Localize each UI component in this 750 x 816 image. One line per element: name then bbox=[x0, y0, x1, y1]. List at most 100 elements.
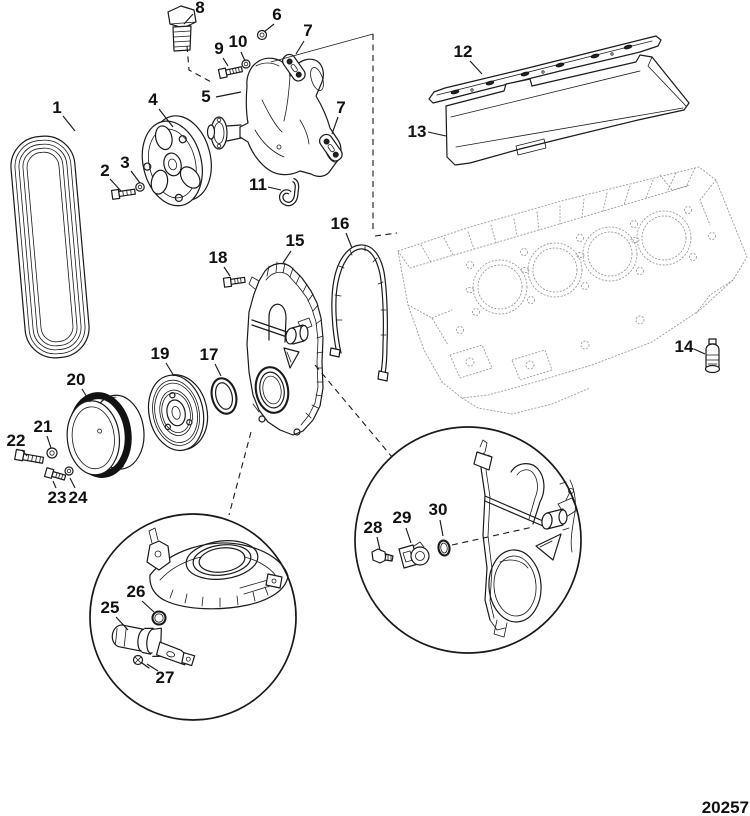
o-ring-26 bbox=[151, 610, 167, 626]
callout-leader-20-20 bbox=[81, 388, 91, 403]
callout-leader-15-15 bbox=[282, 250, 292, 264]
cover-plate bbox=[445, 54, 690, 166]
callout-number-7-7: 7 bbox=[336, 98, 345, 117]
bolt-2 bbox=[110, 188, 136, 200]
cover-rear-view bbox=[473, 439, 578, 638]
callout-number-12-12: 12 bbox=[454, 42, 473, 61]
bolt-28 bbox=[371, 548, 394, 564]
washer-10 bbox=[241, 59, 251, 69]
callout-leader-25-25 bbox=[115, 616, 129, 631]
callout-number-10-10: 10 bbox=[229, 32, 248, 51]
callout-number-20-20: 20 bbox=[67, 370, 86, 389]
serpentine-belt bbox=[10, 135, 90, 359]
callout-number-24-24: 24 bbox=[69, 488, 88, 507]
detail-circle-left bbox=[89, 513, 297, 721]
callout-leader-7-6 bbox=[295, 40, 305, 55]
cover-gasket bbox=[329, 244, 389, 382]
callout-number-4-3: 4 bbox=[148, 90, 158, 109]
callout-number-19-19: 19 bbox=[151, 344, 170, 363]
cam-position-sensor bbox=[398, 541, 430, 569]
gasket-lower bbox=[318, 133, 343, 162]
washer-3 bbox=[135, 182, 145, 192]
callout-leader-12-12 bbox=[469, 60, 483, 75]
bolt-18 bbox=[222, 276, 246, 288]
callout-leader-23-23 bbox=[52, 480, 57, 489]
callout-number-21-21: 21 bbox=[34, 417, 53, 436]
callout-leader-8-8 bbox=[183, 13, 194, 25]
callout-number-22-22: 22 bbox=[7, 431, 26, 450]
callout-number-15-15: 15 bbox=[286, 231, 305, 250]
callout-number-25-25: 25 bbox=[101, 598, 120, 617]
callout-leader-6-5 bbox=[263, 23, 275, 33]
callout-number-29-29: 29 bbox=[393, 508, 412, 527]
callout-number-30-30: 30 bbox=[429, 500, 448, 519]
callout-leader-27-27 bbox=[146, 663, 159, 672]
callout-number-16-16: 16 bbox=[331, 214, 350, 233]
fitting bbox=[167, 5, 197, 52]
callout-number-23-23: 23 bbox=[48, 488, 67, 507]
bolt-9 bbox=[217, 66, 243, 79]
nut bbox=[256, 29, 268, 41]
callout-leader-9-9 bbox=[222, 57, 229, 67]
callout-number-2-1: 2 bbox=[100, 161, 109, 180]
cover-bottom-view bbox=[146, 527, 289, 610]
callout-number-7-6: 7 bbox=[303, 21, 312, 40]
detail-circle-right bbox=[354, 426, 582, 654]
timing-cover bbox=[246, 261, 324, 436]
callout-leader-1-0 bbox=[62, 115, 76, 132]
callout-leader-29-29 bbox=[405, 527, 412, 544]
callout-leader-24-24 bbox=[69, 477, 76, 489]
plug bbox=[704, 338, 721, 374]
callout-number-11-11: 11 bbox=[249, 175, 267, 194]
callout-number-5-4: 5 bbox=[201, 87, 210, 106]
bolt-23 bbox=[43, 467, 67, 481]
callout-leader-30-30 bbox=[439, 519, 444, 537]
callout-leader-4-3 bbox=[158, 108, 174, 128]
callout-number-1-0: 1 bbox=[52, 98, 61, 117]
washer-24 bbox=[64, 466, 74, 476]
engine-block-phantom bbox=[397, 166, 748, 415]
gasket-strip bbox=[428, 35, 662, 104]
callout-number-17-17: 17 bbox=[200, 345, 219, 364]
callout-number-26-26: 26 bbox=[127, 582, 146, 601]
crank-position-sensor bbox=[111, 624, 196, 667]
callout-leader-2-1 bbox=[109, 178, 122, 192]
callout-leader-17-17 bbox=[214, 363, 222, 377]
water-pump bbox=[239, 57, 342, 177]
callout-leader-5-4 bbox=[215, 91, 242, 98]
callout-leader-26-26 bbox=[141, 600, 155, 613]
crank-seal bbox=[210, 377, 238, 415]
callout-leader-28-28 bbox=[376, 536, 381, 551]
callout-leader-11-11 bbox=[267, 186, 282, 191]
callout-number-14-14: 14 bbox=[675, 337, 694, 356]
figure-number: 20257 bbox=[702, 798, 749, 816]
cover-boss bbox=[285, 317, 313, 345]
callout-number-3-2: 3 bbox=[120, 153, 129, 172]
callout-leader-19-19 bbox=[165, 362, 175, 377]
bolt-22 bbox=[14, 448, 45, 464]
pulley bbox=[141, 115, 242, 207]
callout-leader-7-7 bbox=[331, 116, 339, 135]
callout-number-27-27: 27 bbox=[156, 668, 175, 687]
cover-rear-boss bbox=[541, 488, 578, 530]
callout-leader-13-13 bbox=[427, 131, 447, 137]
o-ring-30 bbox=[437, 539, 451, 557]
j-hook bbox=[278, 177, 300, 207]
callout-number-9-9: 9 bbox=[214, 39, 223, 58]
callout-number-13-13: 13 bbox=[408, 122, 427, 141]
callout-leader-21-21 bbox=[46, 435, 52, 449]
callout-number-18-18: 18 bbox=[209, 248, 228, 267]
reference-lines bbox=[186, 33, 398, 516]
washer-21 bbox=[46, 447, 58, 459]
callout-leader-16-16 bbox=[345, 232, 353, 249]
screw-27 bbox=[132, 654, 150, 669]
callout-leader-3-2 bbox=[130, 170, 141, 184]
callout-number-8-8: 8 bbox=[195, 0, 204, 17]
callout-number-28-28: 28 bbox=[364, 518, 383, 537]
callout-leader-18-18 bbox=[223, 266, 231, 277]
harmonic-balancer bbox=[147, 374, 209, 452]
pump-hub-flange bbox=[206, 116, 242, 150]
